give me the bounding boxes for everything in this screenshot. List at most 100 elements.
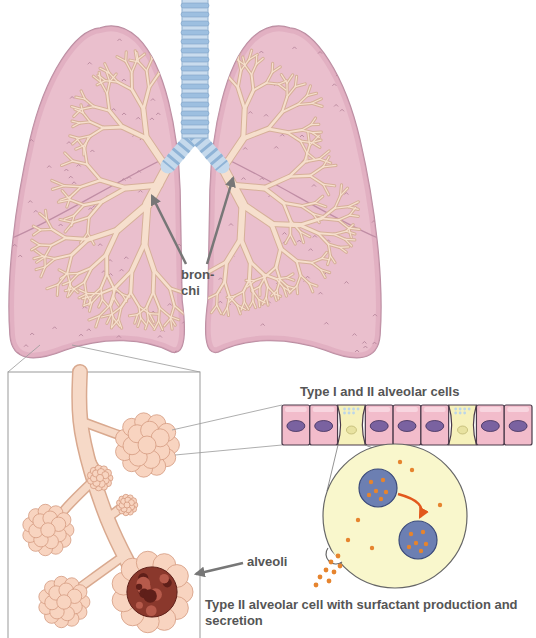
bronchus xyxy=(73,123,80,127)
bronchus-outline xyxy=(109,111,122,127)
bronchus xyxy=(279,81,287,84)
lamellar-body xyxy=(359,469,397,507)
bronchus-outline xyxy=(138,62,146,71)
lung-interior xyxy=(165,26,381,358)
surfactant-granule xyxy=(384,490,388,494)
bronchus-outline xyxy=(32,240,40,245)
bronchus-outline xyxy=(174,306,185,315)
bronchus xyxy=(88,233,94,244)
bronchus xyxy=(94,107,110,111)
lung-texture xyxy=(72,182,76,184)
bronchus xyxy=(60,220,73,223)
bronchus-outline xyxy=(223,64,227,75)
bronchus-outline xyxy=(252,75,254,91)
bronchus-outline xyxy=(126,185,160,188)
trachea-ring xyxy=(181,93,209,98)
bronchus xyxy=(252,287,260,291)
bronchus xyxy=(149,313,158,315)
bronchus-outline xyxy=(159,321,163,330)
bronchus-outline xyxy=(338,215,349,220)
bronchus xyxy=(348,202,358,207)
lung-texture xyxy=(344,282,348,284)
bronchus xyxy=(249,262,250,280)
bronchus-outline xyxy=(102,300,108,307)
bronchus xyxy=(305,159,320,162)
lung-texture xyxy=(28,201,32,203)
bronchus xyxy=(277,278,287,279)
bronchus-outline xyxy=(227,307,228,315)
bronchus xyxy=(47,285,58,289)
bronchus-outline xyxy=(311,118,315,125)
lung-texture xyxy=(16,352,20,354)
bronchus-outline xyxy=(143,109,146,138)
bronchus-outline xyxy=(265,267,276,277)
lung-texture xyxy=(185,300,189,302)
bronchus-outline xyxy=(350,215,359,216)
lung-texture xyxy=(98,244,102,246)
lung-texture xyxy=(53,327,57,329)
bronchus xyxy=(113,318,120,326)
lung-texture xyxy=(336,74,340,76)
bronchus xyxy=(159,61,161,74)
bronchus xyxy=(216,294,218,305)
surfactant-speck xyxy=(454,408,457,411)
bronchus xyxy=(113,287,122,294)
bronchus xyxy=(86,294,91,303)
bronchus xyxy=(81,233,88,243)
bronchus-outline xyxy=(283,203,301,206)
bronchus xyxy=(196,303,205,306)
zoom-line xyxy=(172,405,282,430)
lung-texture xyxy=(280,134,284,136)
bronchus-outline xyxy=(121,293,131,307)
bronchus xyxy=(268,287,275,294)
bronchus xyxy=(282,97,287,113)
bronchus xyxy=(130,60,139,62)
bronchus xyxy=(260,277,266,287)
bronchus xyxy=(189,298,195,304)
bronchus xyxy=(349,228,352,237)
lung-texture xyxy=(79,334,83,336)
bronchus-outline xyxy=(158,51,161,60)
bronchus xyxy=(92,254,107,268)
lung-texture xyxy=(182,321,186,323)
bronchus-outline xyxy=(55,255,72,259)
bronchus-outline xyxy=(132,243,145,271)
bronchus-outline xyxy=(312,103,322,106)
bronchus xyxy=(197,298,206,300)
bronchus-outline xyxy=(338,220,348,228)
bronchus xyxy=(64,216,74,220)
lung-texture xyxy=(357,46,361,48)
surfactant-speck xyxy=(352,412,355,415)
bronchus xyxy=(340,246,349,248)
bronchus xyxy=(345,239,351,246)
zoom-line xyxy=(72,345,200,372)
bronchus xyxy=(196,303,200,312)
bronchus xyxy=(222,55,223,64)
main-bronchus xyxy=(195,134,222,166)
bronchus xyxy=(322,218,339,220)
bronchus-outline xyxy=(161,52,167,60)
bronchus-outline xyxy=(301,206,313,214)
alveolar-cluster xyxy=(112,551,193,632)
bronchus xyxy=(118,82,132,90)
lung-texture xyxy=(261,324,265,326)
bronchus xyxy=(287,274,293,278)
bronchus xyxy=(131,73,133,90)
bronchus xyxy=(84,294,86,304)
bronchus xyxy=(335,196,341,208)
bronchus xyxy=(123,127,147,138)
bronchus xyxy=(116,270,132,287)
alveolar-cluster xyxy=(23,504,74,555)
bronchus-outline xyxy=(334,231,346,234)
bronchus xyxy=(80,122,91,123)
bronchus-outline xyxy=(107,274,113,287)
bronchus xyxy=(253,83,266,90)
bronchus-outline xyxy=(107,94,109,111)
leader-arrow xyxy=(207,178,233,264)
bronchus xyxy=(305,145,310,161)
bronchus-outline xyxy=(266,72,272,83)
bronchus-outline xyxy=(81,107,94,110)
bronchus xyxy=(64,186,81,187)
bronchus-outline xyxy=(170,288,175,306)
bronchus xyxy=(298,103,312,104)
